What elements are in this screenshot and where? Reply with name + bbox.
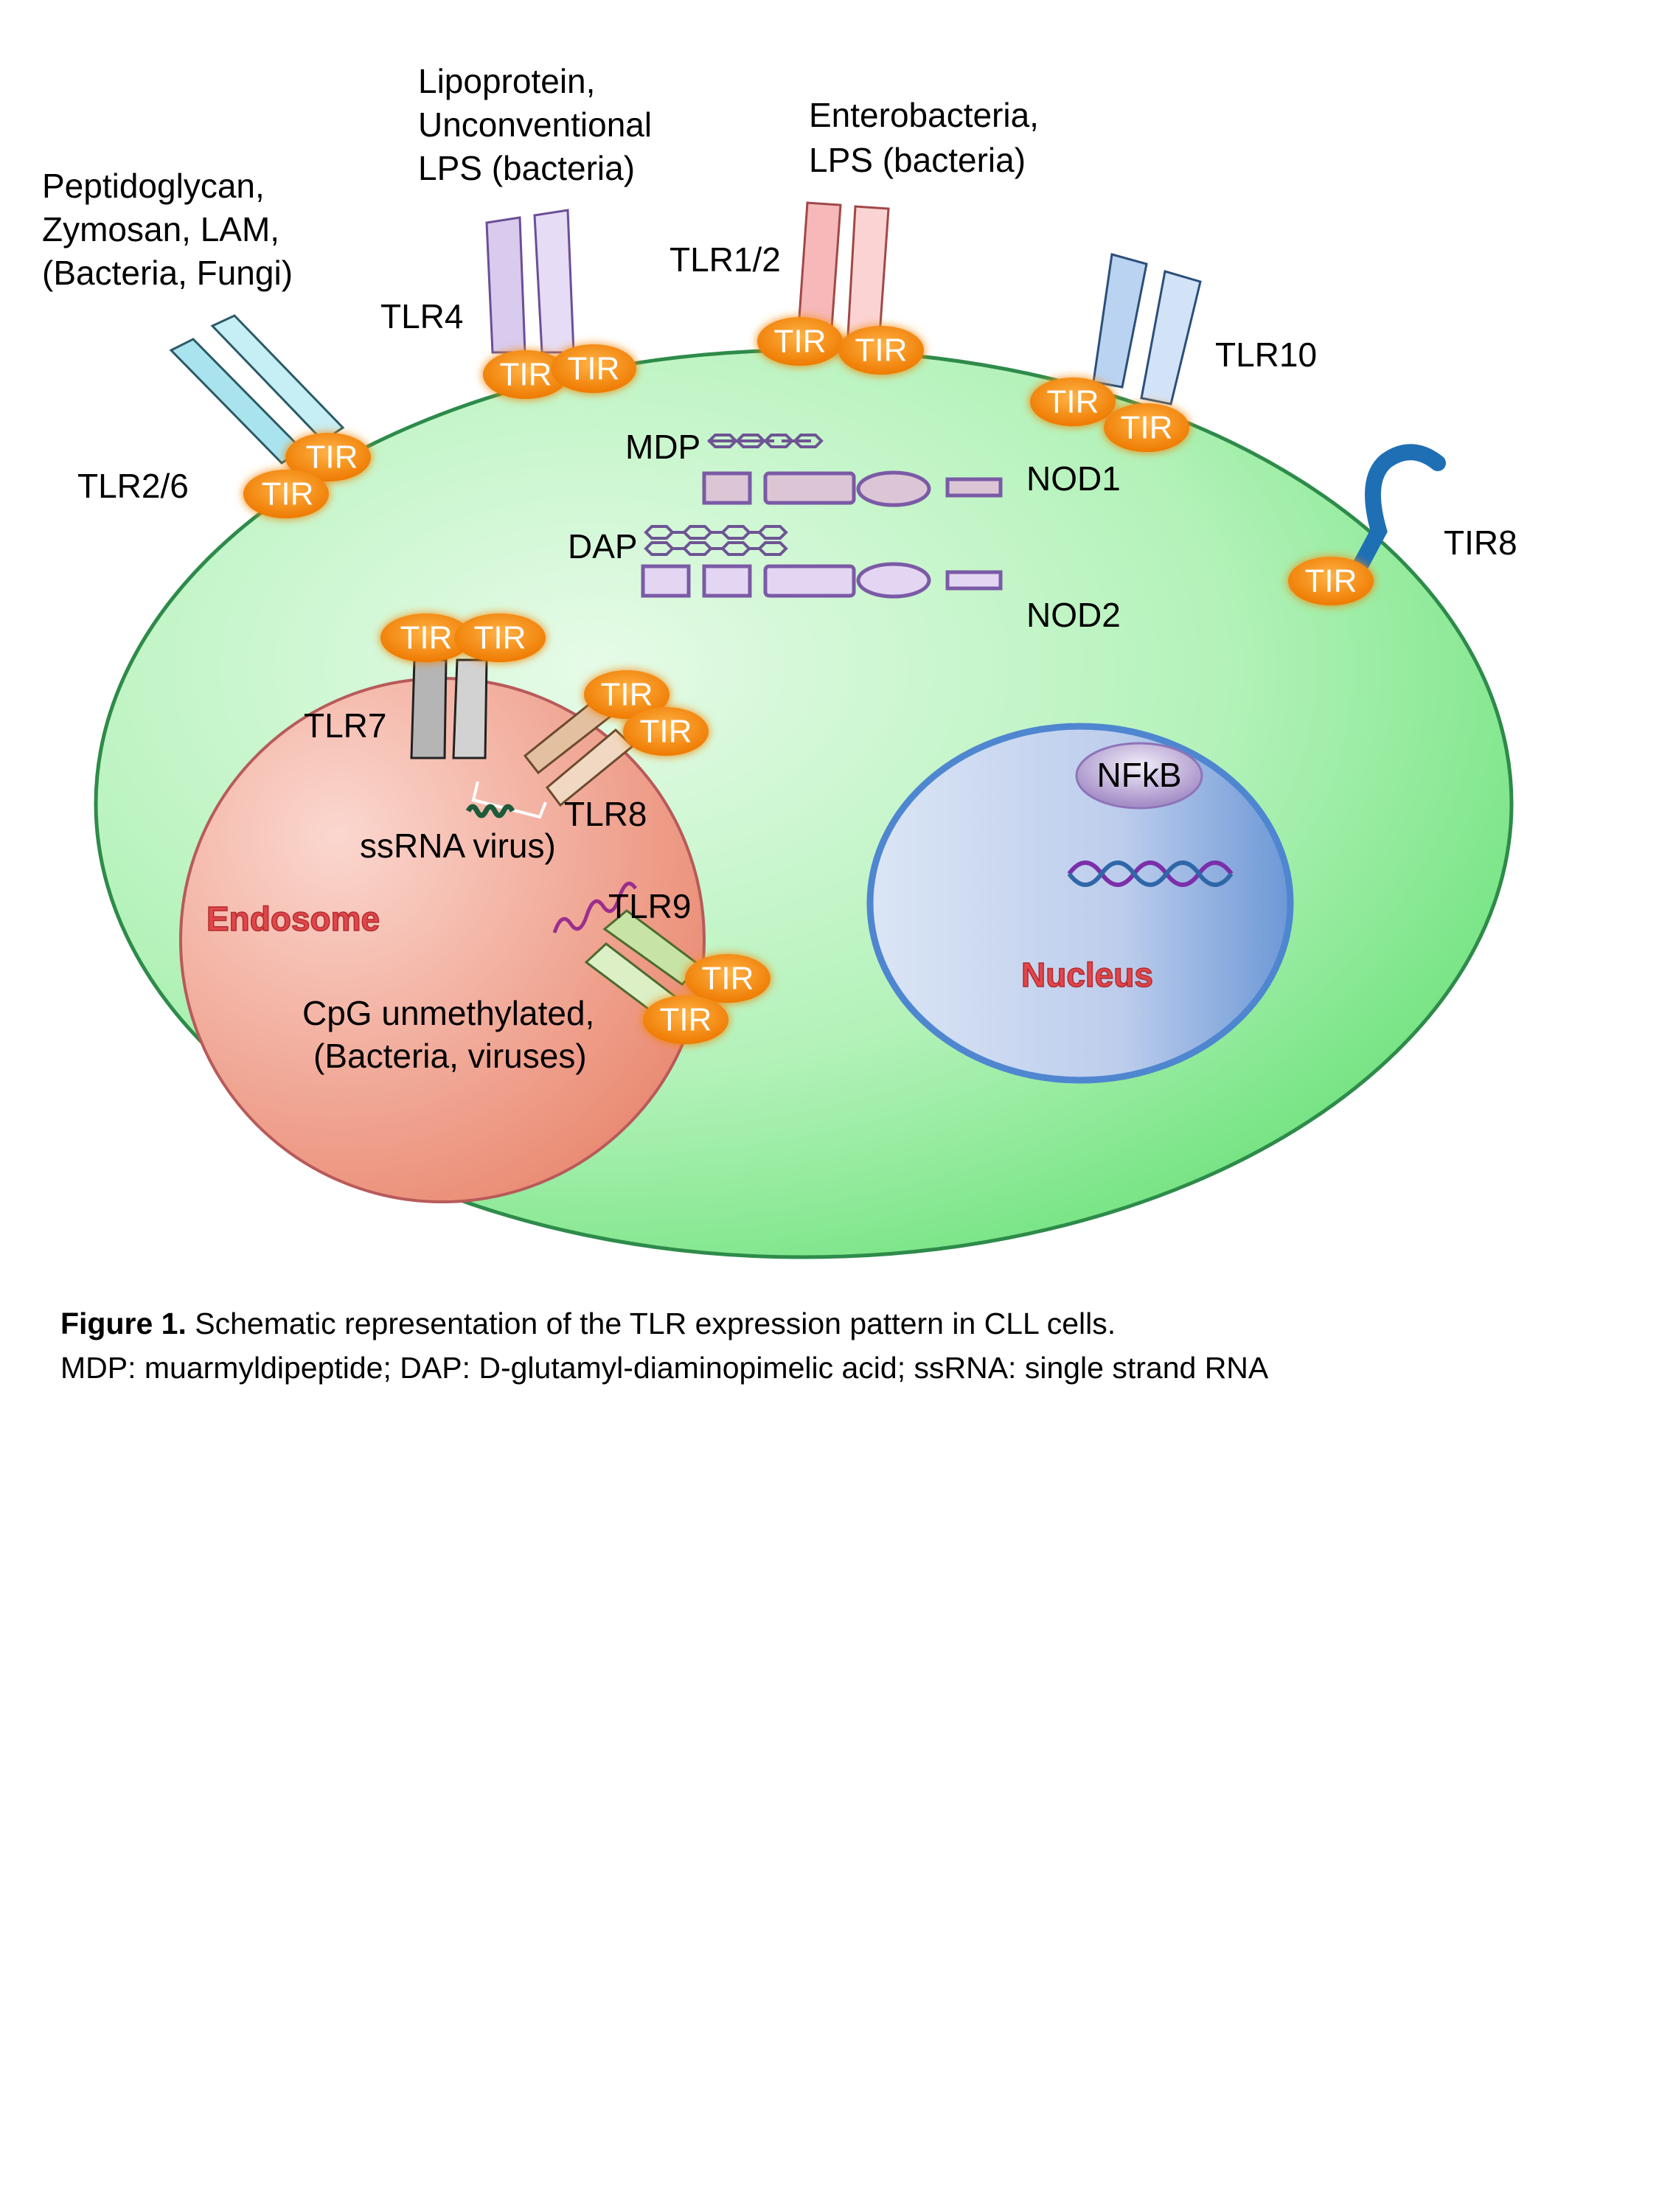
tir-domain	[1030, 378, 1116, 426]
tlr1-2-label: TLR1/2	[669, 240, 781, 279]
mdp-chain-icon	[707, 434, 824, 448]
tlr8-receptor: TIR TIR TLR8 ssRNA virus)	[360, 670, 709, 865]
tlr10-label: TLR10	[1215, 335, 1317, 374]
tir-label: TIR	[306, 439, 358, 476]
tir-label: TIR	[702, 961, 754, 997]
caption-line-1: Figure 1. Schematic representation of th…	[60, 1301, 1609, 1346]
tir-label: TIR	[500, 357, 552, 393]
nod2-label: NOD2	[1026, 596, 1121, 634]
tir-label: TIR	[660, 1002, 712, 1038]
tir-label: TIR	[774, 324, 827, 360]
dap-label: DAP	[568, 527, 638, 566]
nod-proteins: MDP NOD1 DAP	[568, 428, 1121, 634]
tlr1-2-rods	[797, 201, 890, 337]
tlr7-label: TLR7	[304, 706, 386, 745]
tir-domain	[643, 995, 728, 1044]
tir-domain	[757, 317, 843, 366]
endosome-label: Endosome	[206, 900, 380, 938]
caption-figure-number: Figure 1.	[60, 1307, 187, 1340]
nod1-label: NOD1	[1026, 459, 1121, 498]
tlr4-ligand-line-1: Lipoprotein,	[418, 62, 595, 100]
tir-label: TIR	[262, 476, 314, 512]
tlr1-2-ligand-line-1: Enterobacteria,	[809, 96, 1039, 134]
ssrna-label: ssRNA virus)	[360, 827, 556, 865]
ssrna-icon	[465, 804, 515, 818]
tir-domain	[584, 670, 669, 719]
tlr2-6-label: TLR2/6	[77, 467, 189, 505]
tir-domain	[483, 350, 568, 399]
tir8-label: TIR8	[1444, 524, 1517, 562]
tlr10-receptor: TIR TIR TLR10	[1030, 253, 1317, 452]
tir-domain	[551, 344, 636, 393]
tlr4-ligand-line-2: Unconventional	[418, 105, 652, 144]
tlr7-receptor: TIR TIR TLR7	[304, 613, 546, 759]
tlr4-rods	[485, 209, 575, 354]
caption-title: Schematic representation of the TLR expr…	[186, 1307, 1116, 1340]
mdp-label: MDP	[625, 428, 700, 466]
tlr2-6-ligand-line-3: (Bacteria, Fungi)	[42, 254, 293, 292]
tir-domain	[685, 954, 771, 1003]
cpg-label-line-1: CpG unmethylated,	[302, 994, 594, 1032]
tir-label: TIR	[1047, 384, 1099, 420]
tir8-receptor: TIR TIR8	[1288, 444, 1517, 605]
tir-label: TIR	[568, 351, 620, 387]
tir-label: TIR	[601, 677, 653, 713]
tlr1-2-receptor: TIR TIR TLR1/2 Enterobacteria, LPS (bact…	[669, 96, 1039, 375]
nfkb-label: NFkB	[1097, 756, 1182, 794]
tir-label: TIR	[1305, 563, 1357, 599]
nucleus-label: Nucleus	[1021, 956, 1153, 994]
tir-domain	[838, 326, 924, 375]
figure-caption: Figure 1. Schematic representation of th…	[60, 1301, 1609, 1390]
tlr7-rods	[410, 658, 488, 759]
tir8-hook	[1347, 444, 1446, 583]
tir-label: TIR	[640, 714, 692, 750]
nucleus: NFkB Nucleus	[866, 723, 1294, 1084]
nod1-domains	[702, 470, 1003, 507]
tlr1-2-ligand-line-2: LPS (bacteria)	[809, 141, 1026, 179]
tlr8-label: TLR8	[564, 795, 647, 833]
dna-helix-icon	[1067, 860, 1234, 887]
tir-label: TIR	[1121, 410, 1173, 446]
tlr2-6-ligand-line-2: Zymosan, LAM,	[42, 210, 279, 248]
tir-label: TIR	[474, 620, 526, 656]
cpg-dna-icon	[552, 881, 638, 933]
tir-domain	[623, 707, 709, 756]
tlr4-label: TLR4	[380, 297, 463, 335]
tir-domain	[243, 470, 329, 518]
nfkb-oval	[1075, 742, 1203, 810]
tlr4-ligand-line-3: LPS (bacteria)	[418, 149, 635, 187]
nfkb: NFkB	[1075, 742, 1203, 810]
tir-domain	[1104, 403, 1189, 452]
tir-label: TIR	[400, 620, 453, 656]
tir-domain	[454, 613, 546, 662]
tir-domain	[380, 613, 472, 662]
dap-chain-icon	[644, 525, 788, 556]
tlr9-receptor: TIR TIR TLR9 CpG unmethylated, (Bacteria…	[302, 881, 771, 1075]
tlr4-receptor: TIR TIR TLR4 Lipoprotein, Unconventional…	[380, 62, 652, 399]
tlr10-rods	[1092, 253, 1202, 406]
tlr9-label: TLR9	[608, 887, 691, 925]
tir-domain	[285, 433, 371, 481]
tlr2-6-receptor: TIR TIR TLR2/6 Peptidoglycan, Zymosan, L…	[42, 167, 371, 518]
nod2-domains	[641, 562, 1003, 599]
caption-line-2: MDP: muarmyldipeptide; DAP: D-glutamyl-d…	[60, 1351, 1269, 1385]
tir-label: TIR	[855, 333, 908, 369]
tlr2-6-ligand-line-1: Peptidoglycan,	[42, 167, 265, 205]
tlr-cell-diagram: Endosome NFkB Nucleus TIR TIR TLR2/6 Pep…	[42, 62, 1517, 1259]
cpg-label-line-2: (Bacteria, viruses)	[313, 1037, 587, 1075]
tir-domain	[1288, 557, 1374, 605]
